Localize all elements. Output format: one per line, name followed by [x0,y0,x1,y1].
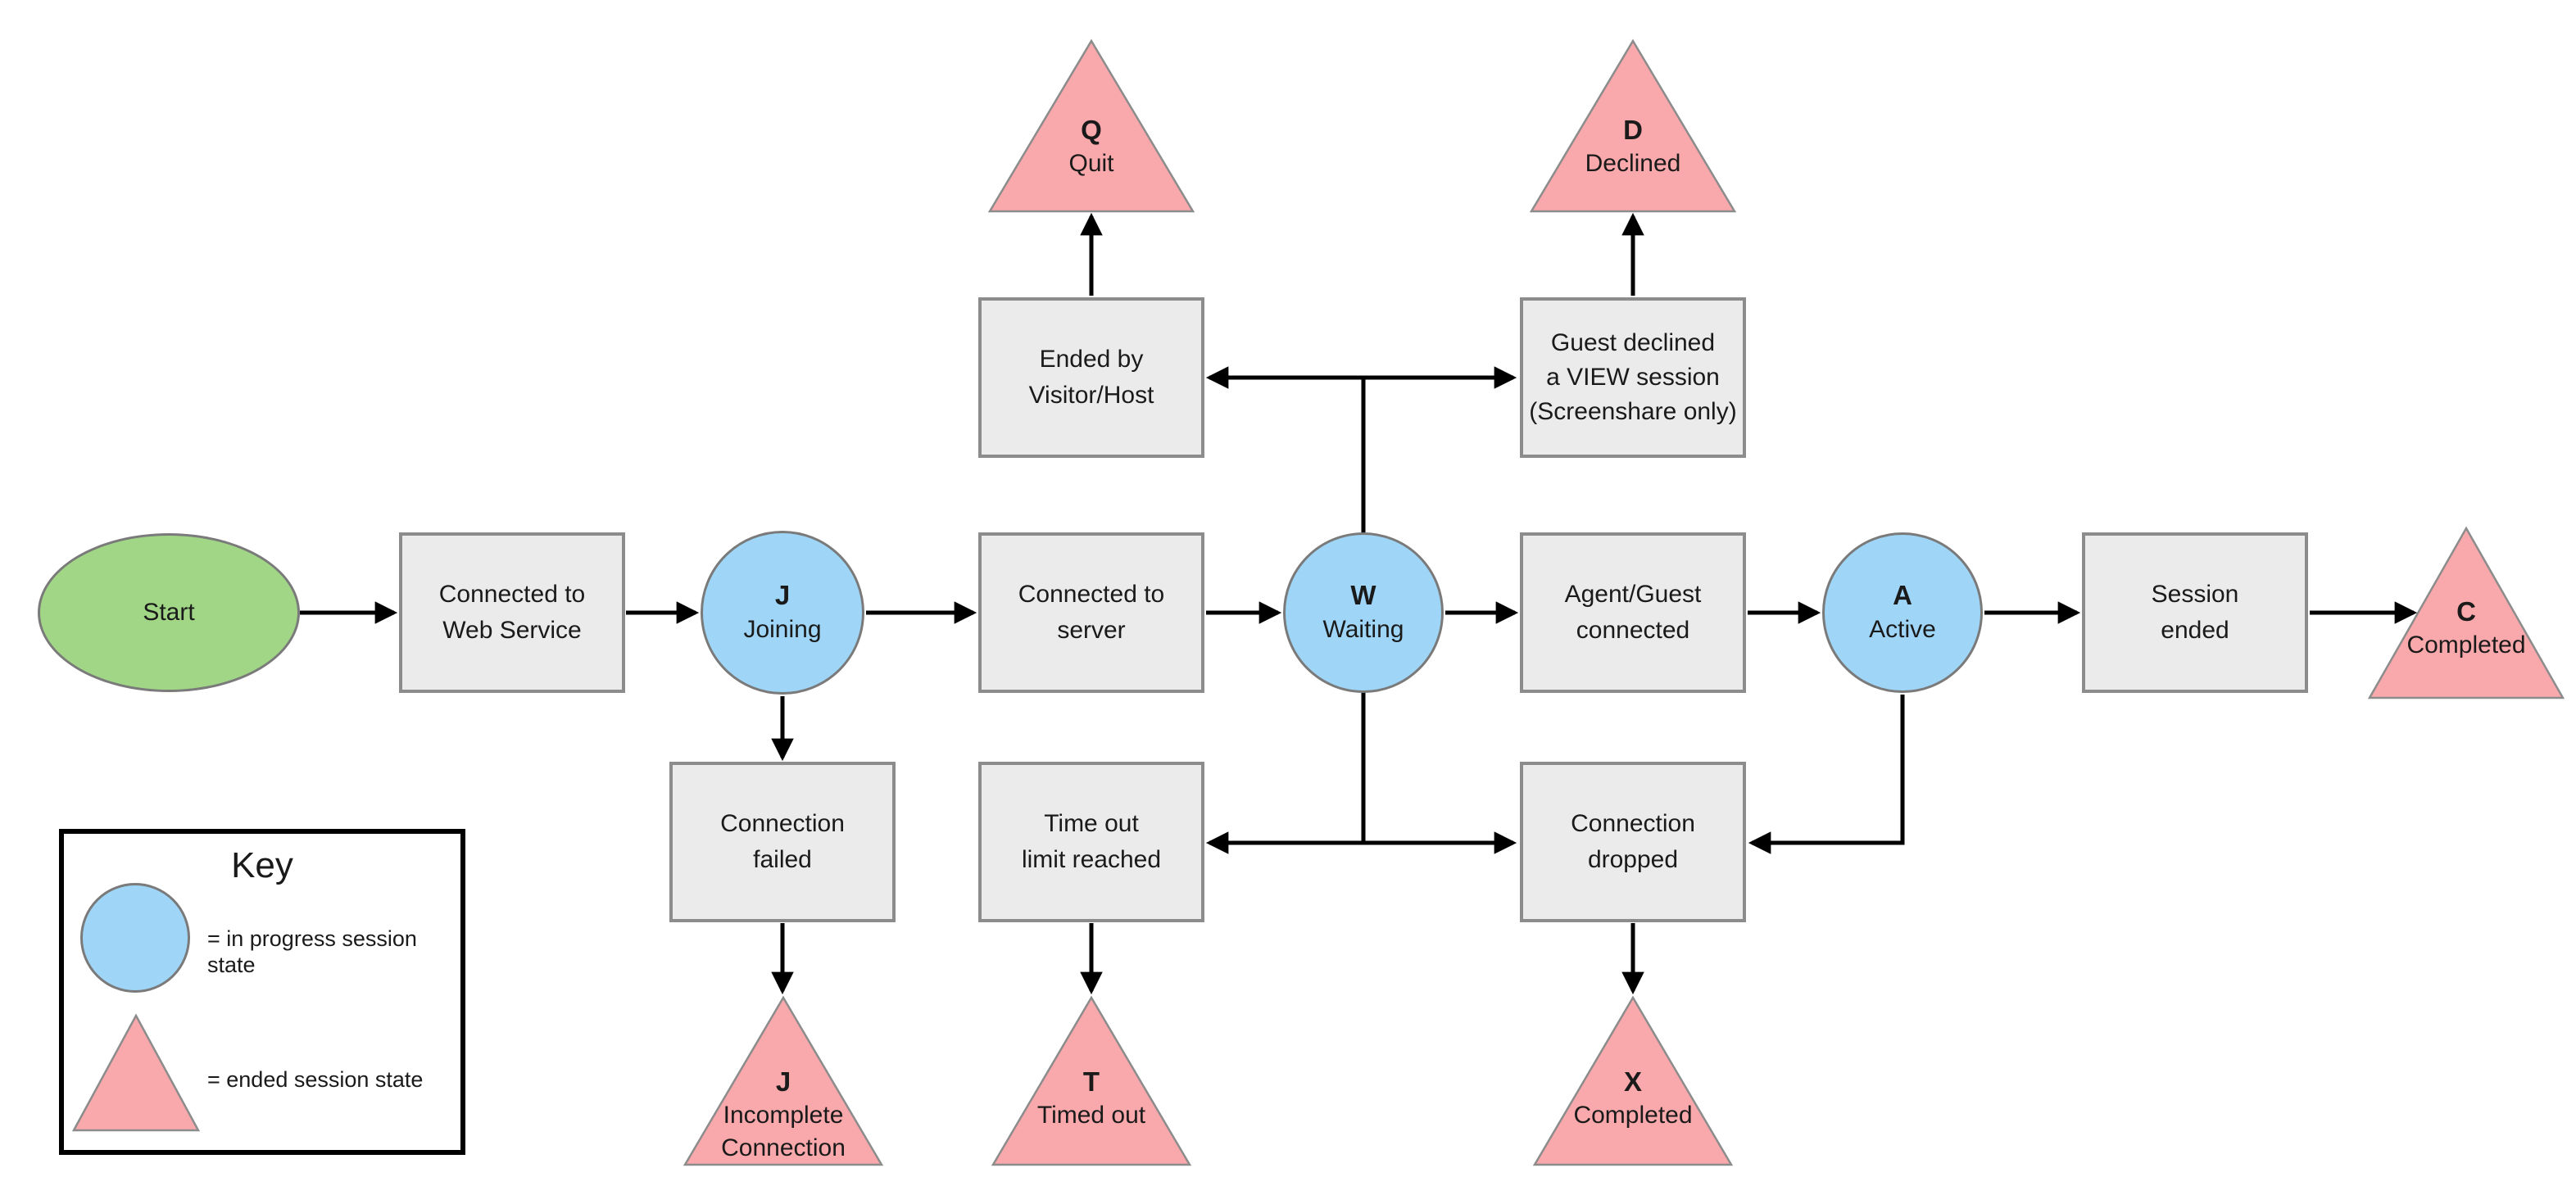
waiting-label: Waiting [1322,616,1404,643]
completed-c-initial: C [2456,596,2476,627]
active-node: A Active [1822,532,1983,693]
incomplete-connection-text: Incomplete Connection [721,1102,846,1161]
connection-failed-box: Connection failed [669,762,896,922]
guest-declined-box: Guest declined a VIEW session (Screensha… [1520,297,1746,458]
ended-by-box: Ended by Visitor/Host [978,297,1204,458]
completed-c-triangle-label: C Completed [2368,595,2565,662]
completed-x-triangle [1532,995,1734,1166]
agent-guest-box: Agent/Guest connected [1520,532,1746,693]
start-node: Start [38,533,300,692]
timed-out-initial: T [1082,1066,1100,1097]
joining-label: Joining [743,616,822,643]
incomplete-connection-initial: J [775,1066,791,1097]
incomplete-connection-triangle [683,995,884,1166]
joining-initial: J [774,580,791,610]
quit-triangle-label: Q Quit [993,113,1190,180]
connected-web-box: Connected to Web Service [399,532,625,693]
key-in-progress-circle-icon [80,883,190,993]
timeout-box: Time out limit reached [978,762,1204,922]
key-ended-text: = ended session state [207,1067,424,1092]
timed-out-triangle-label: T Timed out [993,1065,1190,1132]
completed-c-text: Completed [2406,631,2526,659]
key-legend: Key = in progress session state = ended … [59,829,465,1155]
declined-initial: D [1623,115,1643,145]
timed-out-text: Timed out [1036,1102,1146,1129]
completed-x-triangle-label: X Completed [1535,1065,1731,1132]
start-label: Start [143,599,195,626]
key-in-progress-text: = in progress session state [207,926,417,977]
timed-out-triangle [991,995,1192,1166]
completed-x-initial: X [1623,1066,1642,1097]
key-title: Key [231,845,293,885]
completed-c-triangle [2367,526,2565,699]
waiting-initial: W [1350,580,1376,610]
session-ended-box: Session ended [2082,532,2308,693]
key-ended-triangle-icon [71,1013,201,1132]
arrow-active-to-connection-dropped [1748,695,1905,854]
declined-triangle [1529,38,1737,213]
quit-initial: Q [1081,115,1102,145]
joining-node: J Joining [701,531,864,695]
incomplete-connection-triangle-label: J Incomplete Connection [685,1065,882,1165]
active-label: Active [1869,616,1936,643]
completed-x-text: Completed [1573,1102,1693,1129]
active-initial: A [1893,580,1912,610]
quit-text: Quit [1068,150,1114,177]
waiting-node: W Waiting [1283,532,1444,693]
quit-triangle [987,38,1195,213]
connected-server-box: Connected to server [978,532,1204,693]
connection-dropped-box: Connection dropped [1520,762,1746,922]
declined-triangle-label: D Declined [1535,113,1731,180]
declined-text: Declined [1585,150,1681,177]
